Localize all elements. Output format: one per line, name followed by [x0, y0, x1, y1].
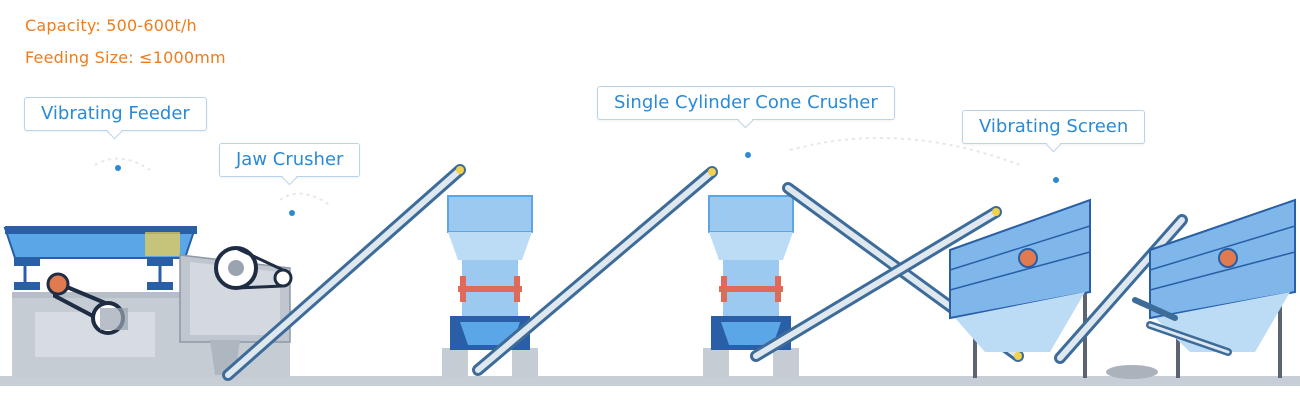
- vibrating-feeder-label: Vibrating Feeder: [24, 97, 207, 131]
- vibrating-feeder-machine: [3, 226, 197, 378]
- vibrating-screen-label: Vibrating Screen: [962, 110, 1146, 144]
- conveyor-4: [750, 206, 1002, 362]
- vibrating-screen-2: [1132, 198, 1296, 378]
- cone-crusher-label: Single Cylinder Cone Crusher: [597, 86, 895, 120]
- screen-marker-dot: [1053, 177, 1059, 183]
- jaw-crusher-label: Jaw Crusher: [219, 143, 361, 177]
- conveyor-2: [472, 166, 718, 376]
- cone-crusher-2: [703, 195, 799, 378]
- feeding-size-text: Feeding Size: ≤1000mm: [25, 48, 226, 67]
- conveyor-5: [1054, 214, 1188, 364]
- stockpile: [1106, 365, 1158, 379]
- vibrating-screen-1: [949, 198, 1091, 378]
- jaw-crusher-machine: [170, 246, 293, 378]
- cone-crusher-1: [442, 195, 538, 378]
- conveyor-1: [222, 164, 466, 381]
- feeder-marker-dot: [115, 165, 121, 171]
- capacity-text: Capacity: 500-600t/h: [25, 16, 197, 35]
- jaw-marker-dot: [289, 210, 295, 216]
- cone-marker-dot: [745, 152, 751, 158]
- ground-strip: [0, 376, 1300, 386]
